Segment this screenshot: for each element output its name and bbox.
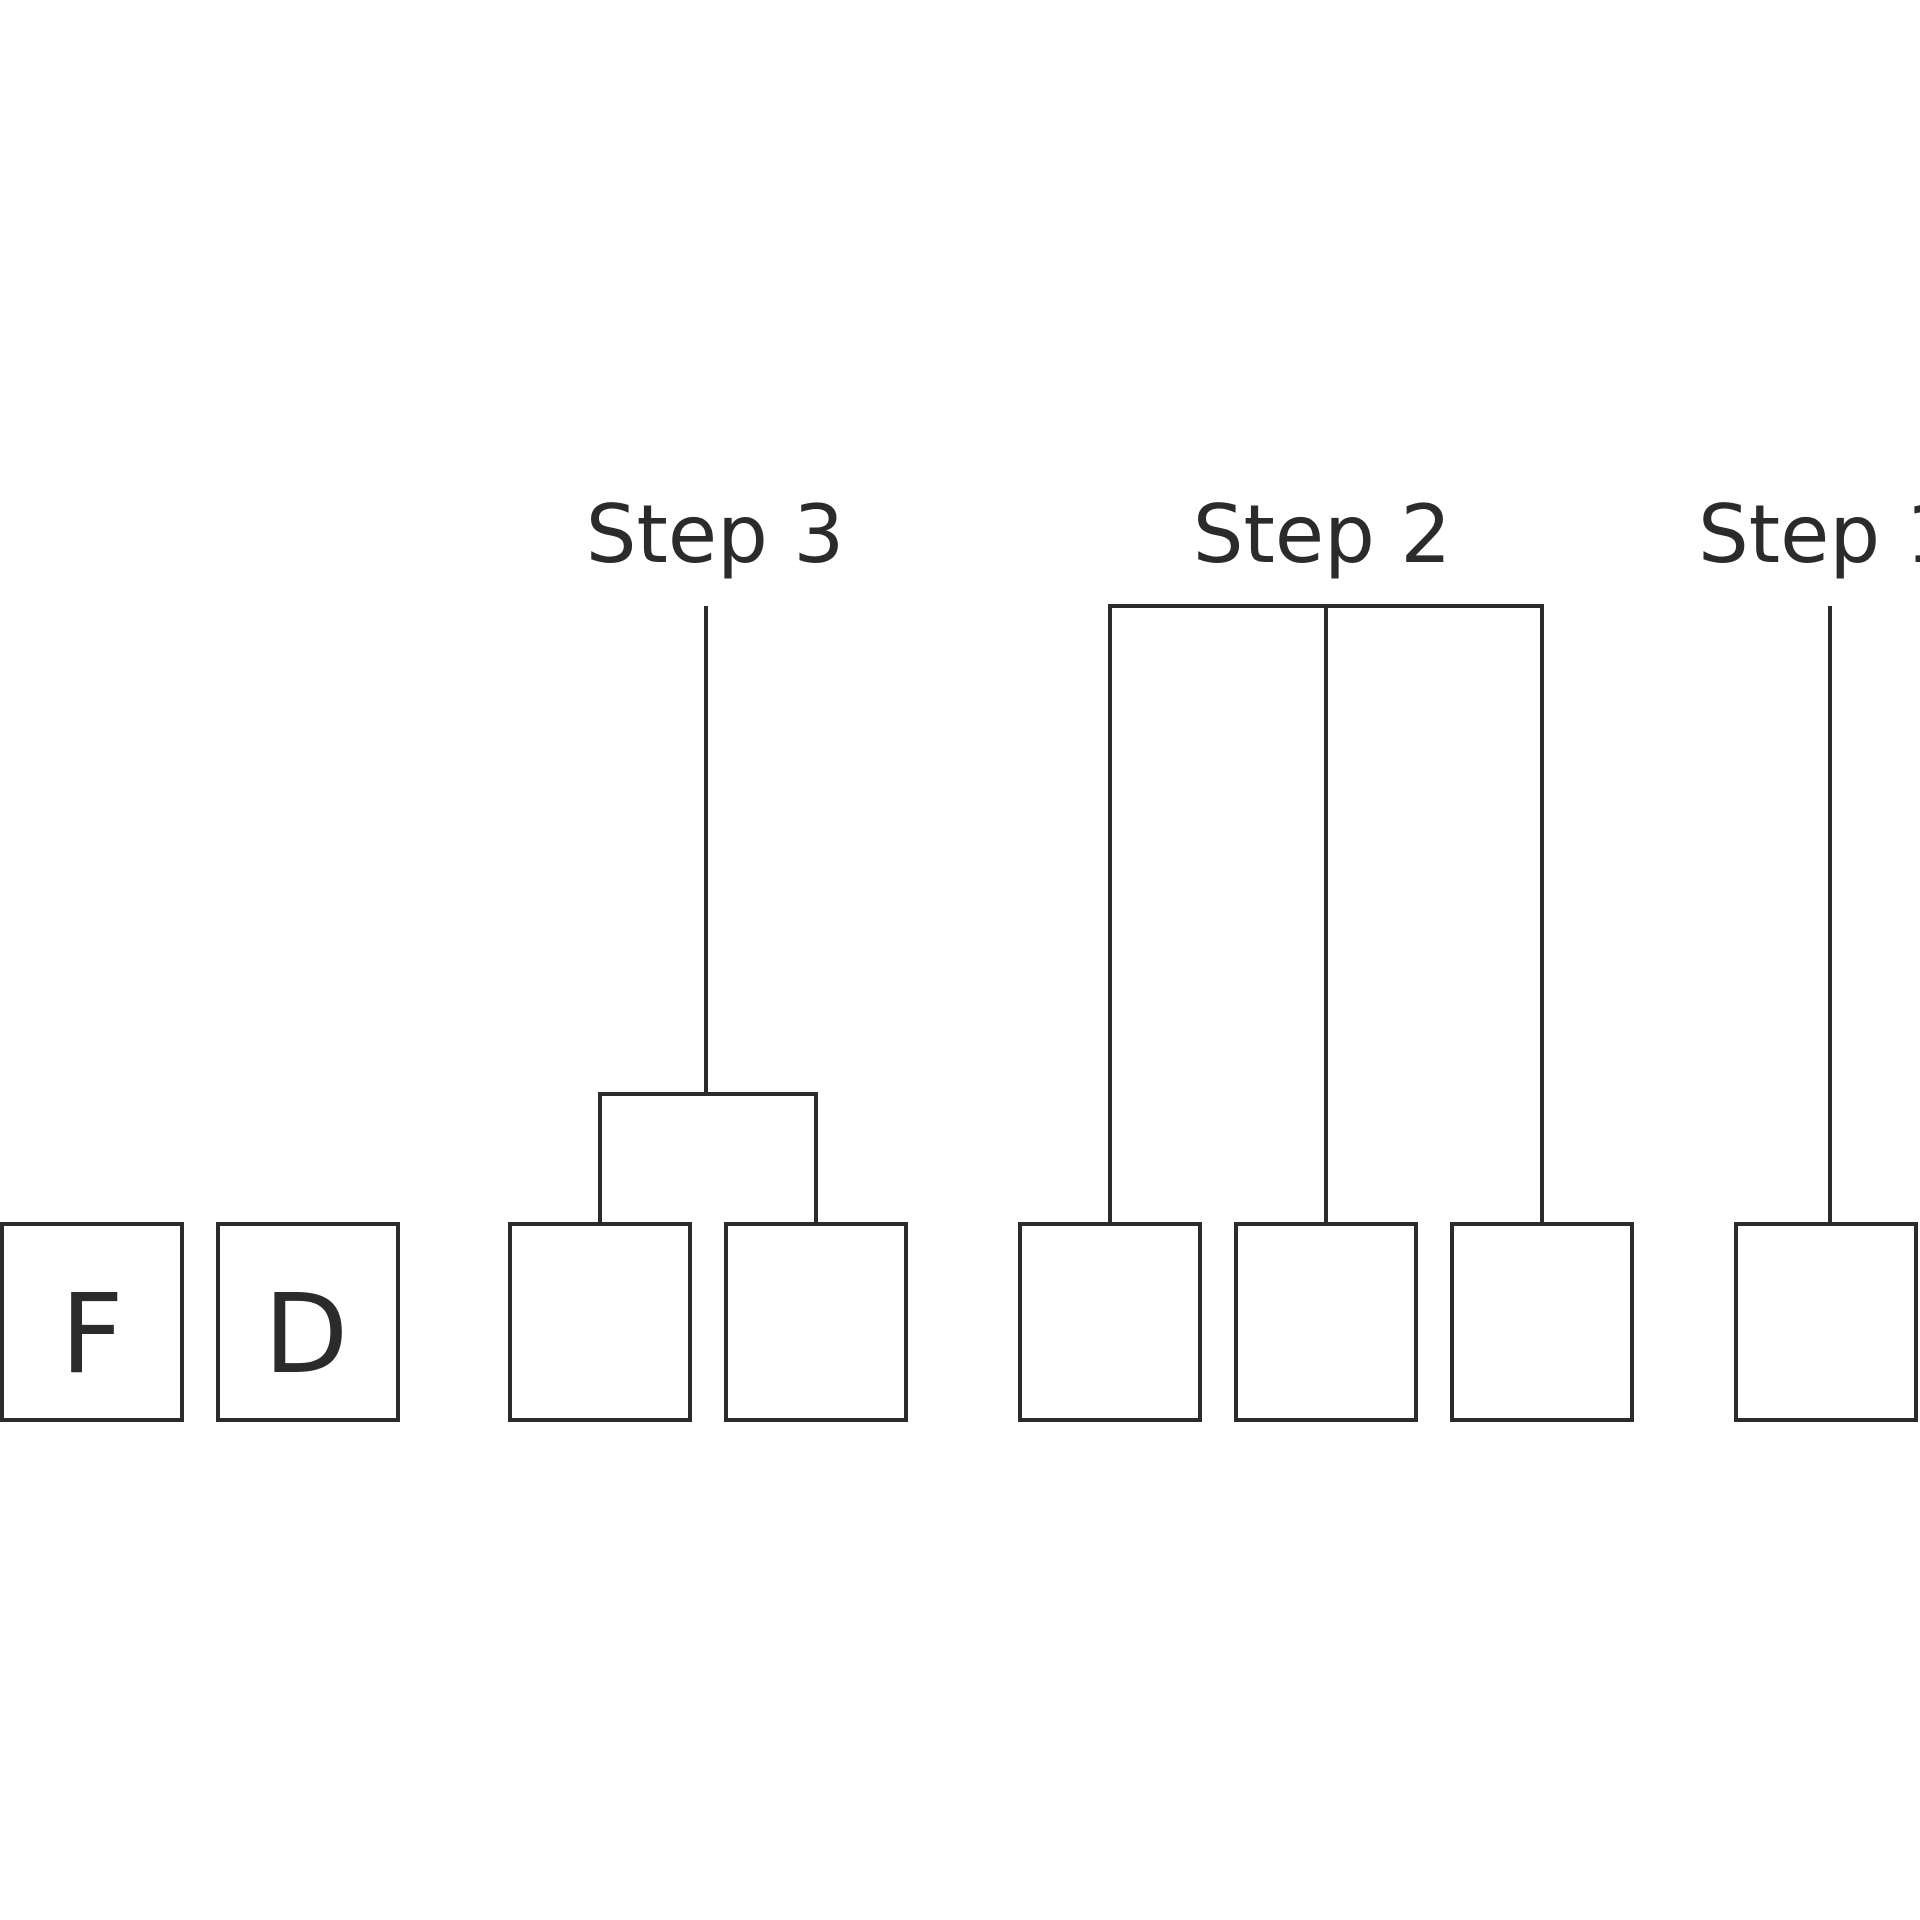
box-f: F — [0, 1222, 184, 1422]
box-d-letter: D — [264, 1270, 349, 1398]
step-2-box-2 — [1234, 1222, 1418, 1422]
step-3-box-2 — [724, 1222, 908, 1422]
step-2-label: Step 2 — [1193, 488, 1451, 581]
step-2-box-3 — [1450, 1222, 1634, 1422]
step-1-label: Step 1 — [1698, 488, 1920, 581]
box-f-letter: F — [60, 1270, 123, 1398]
step-2-box-1 — [1018, 1222, 1202, 1422]
step-3-box-1 — [508, 1222, 692, 1422]
step-3-label: Step 3 — [586, 488, 844, 581]
box-d: D — [216, 1222, 400, 1422]
step-3-connector — [598, 606, 818, 1224]
step-2-connector — [1108, 604, 1544, 1224]
step-1-box-1 — [1734, 1222, 1918, 1422]
